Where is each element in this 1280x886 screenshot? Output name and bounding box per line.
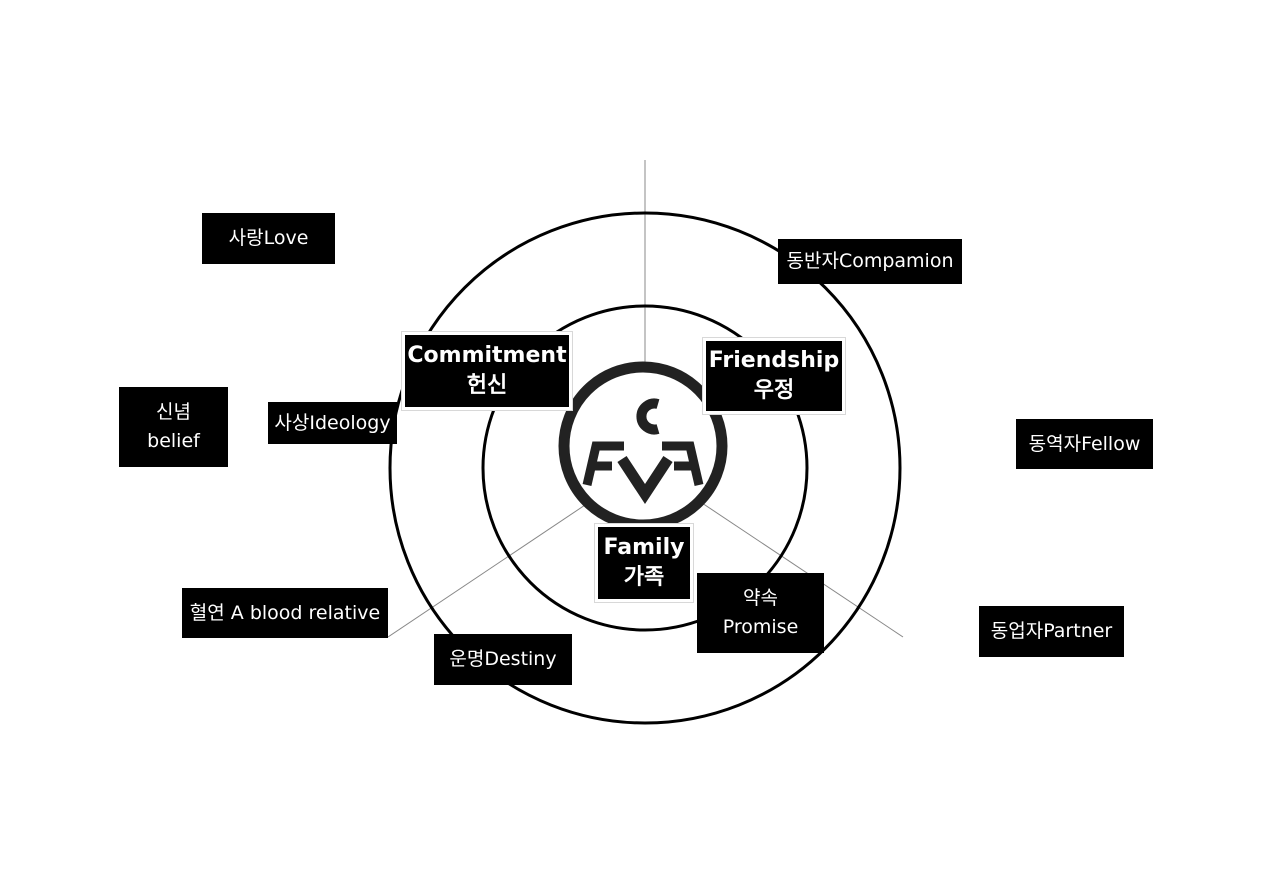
inner-ring bbox=[481, 304, 809, 632]
logo-ring bbox=[558, 361, 728, 531]
commitment-en-label: Commitment bbox=[407, 343, 567, 368]
partner-label: 동업자Partner bbox=[990, 620, 1113, 642]
ideology-label: 사상Ideology bbox=[274, 411, 391, 434]
keyword-blood-relative: 혈연 A blood relative bbox=[182, 588, 388, 638]
keyword-ideology: 사상Ideology bbox=[268, 402, 397, 444]
family-ko-label: 가족 bbox=[623, 565, 665, 590]
companion-label: 동반자Compamion bbox=[786, 250, 954, 272]
keyword-fellow: 동역자Fellow bbox=[1016, 419, 1153, 469]
belief-ko-label: 신념 bbox=[156, 401, 191, 423]
keyword-love: 사랑Love bbox=[202, 213, 335, 264]
love-label: 사랑Love bbox=[228, 227, 309, 249]
core-value-family: Family 가족 bbox=[594, 523, 694, 603]
keyword-belief: 신념 belief bbox=[119, 387, 228, 467]
commitment-ko-label: 헌신 bbox=[466, 373, 508, 398]
core-value-commitment: Commitment 헌신 bbox=[401, 331, 573, 411]
belief-en-label: belief bbox=[147, 430, 200, 452]
keyword-partner: 동업자Partner bbox=[979, 606, 1124, 657]
outer-ring bbox=[388, 211, 902, 725]
divider-line-left bbox=[387, 494, 601, 638]
logo-right-f bbox=[662, 441, 704, 487]
family-en-label: Family bbox=[603, 535, 685, 560]
friendship-en-label: Friendship bbox=[708, 348, 840, 373]
cvf-logo bbox=[558, 361, 728, 531]
keyword-destiny: 운명Destiny bbox=[434, 634, 572, 685]
keyword-companion: 동반자Compamion bbox=[778, 239, 962, 284]
destiny-label: 운명Destiny bbox=[449, 648, 557, 670]
blood-relative-label: 혈연 A blood relative bbox=[189, 601, 381, 624]
logo-letter-c bbox=[636, 398, 660, 435]
promise-en-label: Promise bbox=[722, 616, 799, 638]
promise-ko-label: 약속 bbox=[743, 587, 778, 609]
divider-line-right bbox=[689, 494, 904, 638]
keyword-promise: 약속 Promise bbox=[697, 573, 824, 653]
fellow-label: 동역자Fellow bbox=[1028, 432, 1141, 455]
friendship-ko-label: 우정 bbox=[753, 378, 795, 403]
logo-left-f bbox=[582, 441, 624, 487]
logo-letter-v bbox=[617, 455, 673, 505]
core-value-friendship: Friendship 우정 bbox=[702, 337, 846, 415]
